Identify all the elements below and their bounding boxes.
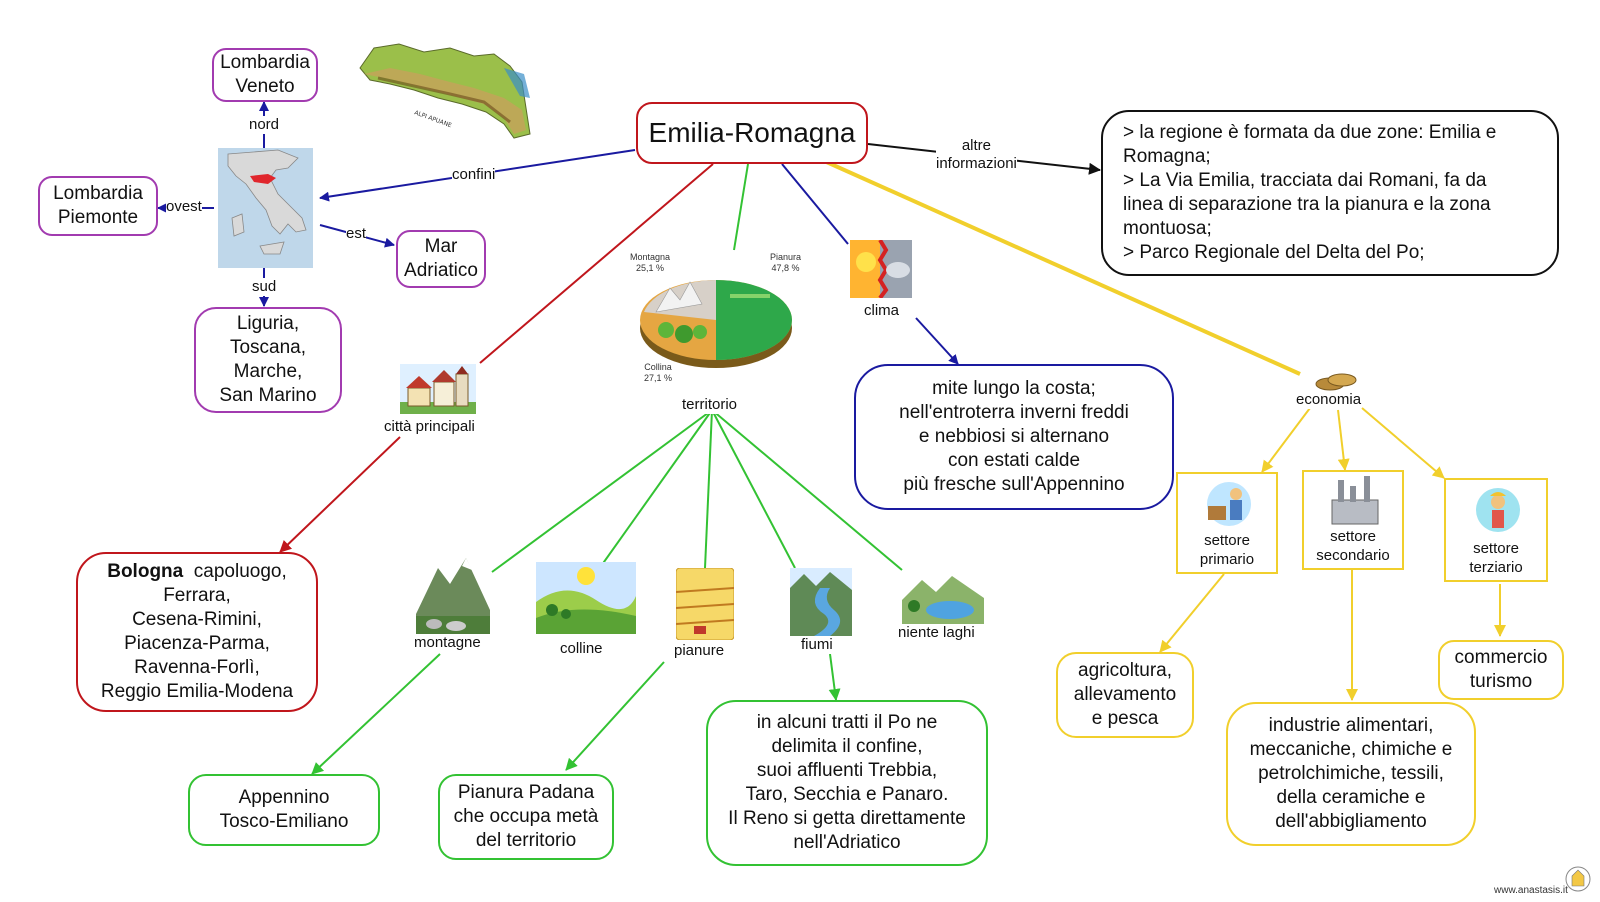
tourist-icon: [1476, 488, 1520, 532]
hills-icon: [536, 562, 636, 634]
colline-label: colline: [560, 640, 603, 658]
river-icon: [790, 568, 852, 636]
footer-url: www.anastasis.it: [1494, 885, 1568, 896]
line-territorio: [733, 163, 749, 251]
territorio-label: territorio: [682, 396, 738, 414]
altre-informazioni-box: > la regione è formata da due zone: Emil…: [1101, 110, 1559, 276]
line-montagne: [491, 409, 713, 573]
citta-label: città principali: [384, 418, 475, 436]
confini-label: confini: [452, 166, 496, 184]
montagne-label: montagne: [414, 634, 481, 652]
line-fiumi-box: [828, 653, 841, 701]
footer-logo: [1565, 866, 1591, 892]
line-laghi: [711, 409, 903, 571]
sud-label: sud: [252, 278, 277, 296]
mountain-icon: [416, 558, 490, 634]
line-pianure-box: [565, 661, 665, 771]
laghi-label: niente laghi: [898, 624, 975, 642]
sud-box: Liguria,Toscana,Marche,San Marino: [194, 307, 342, 413]
line-montagne-box: [311, 653, 441, 775]
pianure-label: pianure: [674, 642, 725, 660]
svg-text:ALPI APUANE: ALPI APUANE: [413, 109, 452, 129]
line-citta: [479, 163, 714, 364]
title-box: Emilia-Romagna: [636, 102, 868, 164]
est-label: est: [346, 225, 367, 243]
ovest-label: ovest: [166, 198, 202, 216]
capital-city: Bologna: [107, 561, 184, 582]
town-houses-icon: [400, 364, 476, 414]
line-citta-box: [279, 436, 401, 553]
emilia-romagna-relief-map: ALPI APUANE: [359, 43, 531, 139]
line-colline: [593, 409, 713, 577]
line-fiumi: [711, 409, 796, 569]
line-clima-box: [915, 317, 959, 365]
clima-box: mite lungo la costa;nell'entroterra inve…: [854, 364, 1174, 510]
lake-icon: [902, 576, 984, 624]
italy-map: [218, 148, 313, 268]
sun-storm-icon: [850, 240, 912, 298]
line-secondario: [1337, 409, 1350, 471]
line-primario: [1261, 407, 1311, 473]
line-economia: [821, 158, 1301, 376]
economia-label: economia: [1296, 391, 1362, 409]
pie-chart-icon: [640, 280, 792, 368]
line-primario-box: [1159, 573, 1225, 653]
clima-label: clima: [864, 302, 900, 320]
line-pianure: [704, 409, 713, 569]
nord-label: nord: [249, 116, 280, 134]
fiumi-label: fiumi: [801, 636, 833, 654]
coins-icon: [1315, 373, 1357, 391]
plain-fields-icon: [676, 568, 734, 640]
factory-icon: [1331, 476, 1379, 525]
page-title: Emilia-Romagna: [648, 117, 856, 148]
secondario-box: industrie alimentari,meccaniche, chimich…: [1226, 702, 1476, 846]
line-clima: [781, 163, 849, 245]
citta-box: Bologna capoluogo, Ferrara, Cesena-Rimin…: [76, 552, 318, 712]
line-terziario: [1361, 407, 1445, 479]
farmer-icon: [1207, 482, 1251, 526]
